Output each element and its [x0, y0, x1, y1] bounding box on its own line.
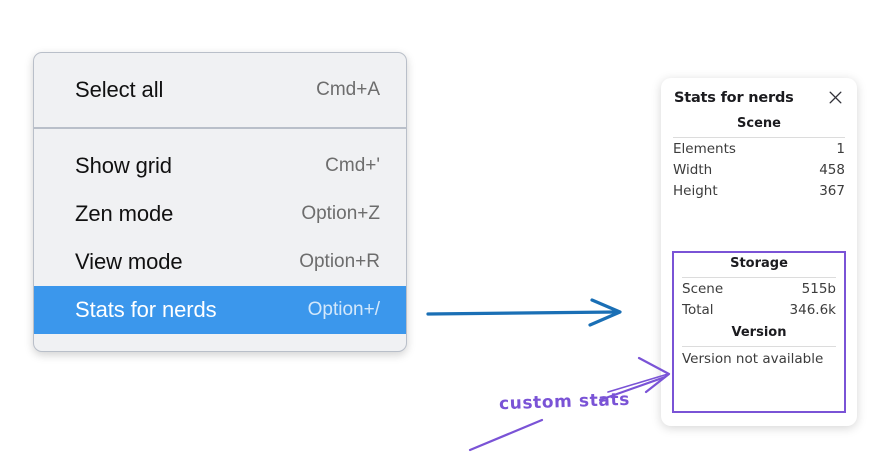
- menu-item-select-all[interactable]: Select all Cmd+A: [34, 66, 406, 114]
- menu-item-view-mode[interactable]: View mode Option+R: [34, 238, 406, 286]
- menu-item-view-mode-shortcut: Option+R: [299, 251, 380, 272]
- section-rule-storage: [682, 277, 836, 278]
- stat-key-height: Height: [673, 183, 718, 199]
- stat-value-width: 458: [819, 162, 845, 178]
- menu-group-2-top-padding: [34, 129, 406, 142]
- stat-value-storage-total: 346.6k: [789, 302, 836, 318]
- menu-divider: [34, 127, 406, 129]
- menu-group-1-top-padding: [34, 53, 406, 66]
- stat-row-storage-scene: Scene 515b: [682, 278, 836, 299]
- stat-value-elements: 1: [836, 141, 845, 157]
- stat-key-storage-scene: Scene: [682, 281, 724, 297]
- blue-arrow: [426, 298, 622, 327]
- stat-key-elements: Elements: [673, 141, 736, 157]
- menu-group-2: Show grid Cmd+' Zen mode Option+Z View m…: [34, 129, 406, 349]
- stat-value-height: 367: [819, 183, 845, 199]
- section-title-storage: Storage: [730, 256, 788, 271]
- section-title-scene: Scene: [737, 116, 781, 131]
- section-title-version: Version: [731, 325, 787, 340]
- stats-panel-body: Scene Elements 1 Width 458 Height 367: [661, 111, 857, 201]
- menu-item-zen-mode-label: Zen mode: [75, 201, 174, 226]
- purple-arrow-to-custom-stats: [598, 356, 671, 402]
- close-icon[interactable]: [827, 89, 844, 106]
- menu-item-zen-mode-shortcut: Option+Z: [301, 203, 380, 224]
- menu-item-stats-for-nerds-shortcut: Option+/: [307, 299, 380, 320]
- menu-group-1-bottom-padding: [34, 114, 406, 127]
- menu-item-show-grid[interactable]: Show grid Cmd+': [34, 142, 406, 190]
- stats-for-nerds-panel: Stats for nerds Scene Elements 1 Width 4…: [661, 78, 857, 426]
- stats-panel-title: Stats for nerds: [674, 89, 794, 106]
- stat-row-height: Height 367: [673, 180, 845, 201]
- menu-item-stats-for-nerds[interactable]: Stats for nerds Option+/: [34, 286, 406, 334]
- stat-key-storage-total: Total: [682, 302, 714, 318]
- stat-row-elements: Elements 1: [673, 138, 845, 159]
- menu-item-select-all-label: Select all: [75, 77, 164, 102]
- version-not-available-text: Version not available: [682, 351, 824, 367]
- menu-item-zen-mode[interactable]: Zen mode Option+Z: [34, 190, 406, 238]
- menu-item-show-grid-shortcut: Cmd+': [325, 155, 380, 176]
- menu-group-1: Select all Cmd+A: [34, 53, 406, 127]
- menu-item-stats-for-nerds-label: Stats for nerds: [75, 297, 217, 322]
- stat-row-storage-total: Total 346.6k: [682, 299, 836, 320]
- stats-panel-header: Stats for nerds: [661, 78, 857, 111]
- menu-item-select-all-shortcut: Cmd+A: [316, 79, 380, 100]
- stat-row-width: Width 458: [673, 159, 845, 180]
- menu-item-view-mode-label: View mode: [75, 249, 183, 274]
- purple-caption-tail: [468, 418, 544, 452]
- stat-value-storage-scene: 515b: [801, 281, 836, 297]
- menu-item-show-grid-label: Show grid: [75, 153, 172, 178]
- stat-key-width: Width: [673, 162, 713, 178]
- canvas-context-menu[interactable]: Select all Cmd+A Show grid Cmd+' Zen mod…: [33, 52, 407, 352]
- menu-group-2-bottom-padding: [34, 334, 406, 349]
- custom-stats-region: Storage Scene 515b Total 346.6k Version …: [672, 251, 846, 370]
- section-rule-version: [682, 346, 836, 347]
- custom-stats-caption: custom stats: [498, 389, 631, 415]
- section-rule-scene: [673, 137, 845, 138]
